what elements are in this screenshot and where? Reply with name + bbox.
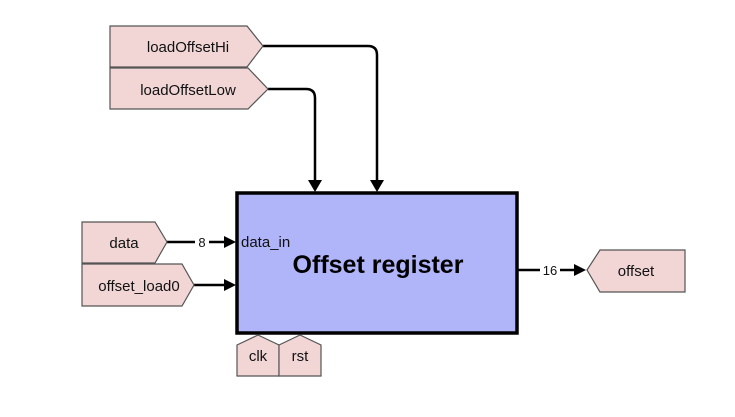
port-load-offset-low-label: loadOffsetLow — [140, 82, 236, 99]
port-data: data — [81, 221, 168, 264]
wire-load-offset-low — [268, 87, 317, 182]
port-offset-load0-shape — [81, 263, 195, 307]
port-offset: offset — [586, 249, 686, 293]
port-offset-load0: offset_load0 — [81, 263, 195, 307]
port-load-offset-hi-label: loadOffsetHi — [147, 39, 229, 56]
port-rst-shape — [278, 334, 322, 377]
port-offset-shape — [586, 249, 686, 293]
port-load-offset-low-shape — [109, 67, 269, 110]
offset-bus-width: 16 — [543, 263, 557, 278]
port-clk-label: clk — [249, 348, 268, 365]
port-load-offset-hi-shape — [109, 25, 264, 68]
wires — [167, 44, 586, 291]
port-clk: clk — [236, 334, 280, 377]
port-rst: rst — [278, 334, 322, 377]
port-offset-load0-label: offset_load0 — [98, 278, 179, 295]
port-data-label: data — [109, 235, 139, 252]
port-rst-label: rst — [292, 348, 309, 365]
port-offset-label: offset — [618, 263, 655, 280]
arrowhead-data — [224, 236, 236, 248]
arrowhead-offset — [574, 264, 586, 276]
arrowhead-load-offset-low — [308, 180, 322, 192]
offset-register-block: data_in Offset register — [235, 191, 519, 335]
arrowhead-load-offset-hi — [370, 180, 384, 192]
wire-load-offset-hi — [263, 44, 379, 182]
port-data-shape — [81, 221, 168, 264]
block-body — [235, 191, 519, 335]
arrowhead-offset-load0 — [224, 279, 236, 291]
data-bus-width: 8 — [198, 235, 205, 250]
block-title: Offset register — [293, 251, 464, 279]
port-load-offset-hi: loadOffsetHi — [109, 25, 264, 68]
port-load-offset-low: loadOffsetLow — [109, 67, 269, 110]
data-in-port-label: data_in — [241, 234, 290, 251]
